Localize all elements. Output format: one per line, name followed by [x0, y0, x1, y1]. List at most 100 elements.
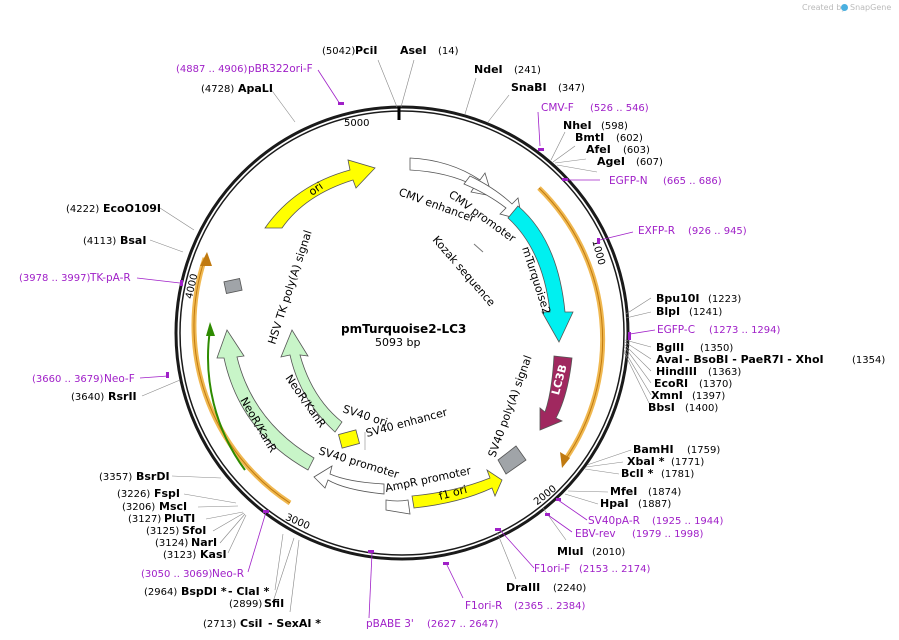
- feature-hsv-tk-polya[interactable]: [223, 277, 243, 295]
- site-name-eco0109i[interactable]: EcoO109I: [103, 202, 161, 215]
- primer-marker: [263, 510, 269, 513]
- primer-name-egfp-n[interactable]: EGFP-N: [609, 175, 648, 187]
- primer-marker: [562, 178, 568, 181]
- feature-neo-outer[interactable]: [216, 329, 315, 471]
- feature-ampr-promoter[interactable]: [385, 499, 411, 515]
- primer-name-cmv-f[interactable]: CMV-F: [541, 102, 574, 114]
- site-name-afei[interactable]: AfeI: [586, 143, 611, 156]
- primer-marker: [628, 332, 631, 340]
- primer-name-pbr322ori-f[interactable]: pBR322ori-F: [248, 63, 313, 75]
- feature-cmv-enhancer[interactable]: [409, 157, 493, 197]
- site-pos: (1370): [699, 379, 732, 390]
- site-name-bpu10i[interactable]: Bpu10I: [656, 292, 700, 305]
- leader-line: [623, 343, 652, 372]
- primer-marker: [443, 562, 449, 565]
- site-pos: (4113): [83, 236, 116, 247]
- feature-sv40-ori[interactable]: [338, 429, 360, 449]
- site-name-bspdi-extra[interactable]: - ClaI *: [228, 585, 270, 598]
- primer-name-pbabe-3[interactable]: pBABE 3': [366, 618, 414, 630]
- primer-name-f1ori-f[interactable]: F1ori-F: [534, 563, 570, 575]
- primer-name-f1ori-r[interactable]: F1ori-R: [465, 600, 502, 612]
- site-name-hpai[interactable]: HpaI: [600, 497, 629, 510]
- leader-line: [586, 449, 632, 466]
- site-name-sfii[interactable]: SfiI: [264, 597, 284, 610]
- site-name-bsai[interactable]: BsaI: [120, 234, 146, 247]
- site-name-mlui[interactable]: MluI: [557, 545, 584, 558]
- site-name-avai-extra[interactable]: - BsoBI - PaeR7I - XhoI: [685, 353, 824, 366]
- site-name-nhei[interactable]: NheI: [563, 119, 592, 132]
- primer-leader-line: [557, 499, 588, 521]
- site-name-bmti[interactable]: BmtI: [575, 131, 604, 144]
- site-pos: (3206): [122, 502, 155, 513]
- orf-arrow-head-1: [560, 452, 570, 468]
- primer-leader-line: [537, 111, 541, 147]
- feature-f1-ori[interactable]: [411, 468, 503, 509]
- site-name-csii-extra[interactable]: - SexAI *: [268, 617, 321, 630]
- site-pos: (1759): [687, 445, 720, 456]
- site-name-bcli[interactable]: BclI *: [621, 467, 654, 480]
- leader-line: [623, 345, 652, 384]
- site-name-kasi[interactable]: KasI: [200, 548, 227, 561]
- site-name-asei[interactable]: AseI: [400, 44, 427, 57]
- site-name-bbsi[interactable]: BbsI: [648, 401, 675, 414]
- site-name-agei[interactable]: AgeI: [597, 155, 625, 168]
- site-name-hindiii[interactable]: HindIII: [656, 365, 697, 378]
- site-name-xbai[interactable]: XbaI *: [627, 455, 665, 468]
- feature-sv40-ori-label: SV40 ori: [341, 402, 389, 429]
- leader-line: [564, 493, 599, 505]
- site-name-pcii[interactable]: PciI: [355, 44, 377, 57]
- primer-name-egfp-c[interactable]: EGFP-C: [657, 324, 695, 336]
- feature-sv40-promoter[interactable]: [313, 465, 385, 495]
- primer-range: (4887 .. 4906): [176, 64, 248, 75]
- site-name-snabi[interactable]: SnaBI: [511, 81, 547, 94]
- primer-name-ebv-rev[interactable]: EBV-rev: [575, 528, 616, 540]
- feature-sv40-polya-label: SV40 poly(A) signal: [486, 354, 535, 459]
- leader-line: [625, 297, 652, 315]
- leader-line: [272, 537, 295, 603]
- feature-neo-inner[interactable]: [280, 329, 343, 433]
- site-name-draiii[interactable]: DraIII: [506, 581, 540, 594]
- site-name-csii[interactable]: CsiI: [240, 617, 262, 630]
- primer-name-exfp-r[interactable]: EXFP-R: [638, 225, 675, 237]
- site-name-bsrdi[interactable]: BsrDI: [136, 470, 170, 483]
- site-pos: (347): [558, 83, 585, 94]
- snapgene-logo-icon: [841, 4, 848, 11]
- feature-sv40-polya[interactable]: [497, 445, 527, 475]
- primer-leader-line: [547, 514, 573, 533]
- feature-mturquoise2[interactable]: [507, 205, 574, 343]
- site-name-nari[interactable]: NarI: [191, 536, 217, 549]
- site-name-bamhi[interactable]: BamHI: [633, 443, 674, 456]
- site-name-rsrii[interactable]: RsrII: [108, 390, 137, 403]
- primer-name-tk-pa-r[interactable]: TK-pA-R: [89, 272, 131, 284]
- primer-name-neo-r[interactable]: Neo-R: [212, 568, 244, 580]
- site-name-bglii[interactable]: BglII: [656, 341, 684, 354]
- site-pos: (241): [514, 65, 541, 76]
- primer-name-sv40pa-r[interactable]: SV40pA-R: [588, 515, 640, 527]
- site-pos: (1223): [708, 294, 741, 305]
- primer-leader-line: [446, 564, 464, 599]
- orf-arrow-head-2: [200, 252, 212, 266]
- leader-line: [623, 351, 652, 408]
- primer-name-neo-f[interactable]: Neo-F: [104, 373, 135, 385]
- site-name-pluti[interactable]: PluTI: [164, 512, 195, 525]
- site-name-fspi[interactable]: FspI: [154, 487, 180, 500]
- site-name-avai[interactable]: AvaI: [656, 353, 683, 366]
- site-pos: (1350): [700, 343, 733, 354]
- leader-line: [289, 539, 300, 613]
- primer-marker: [368, 550, 374, 553]
- site-pos: (3123): [163, 550, 196, 561]
- site-name-mfei[interactable]: MfeI: [610, 485, 637, 498]
- leader-line: [550, 131, 566, 161]
- site-name-msci[interactable]: MscI: [159, 500, 187, 513]
- site-name-apali[interactable]: ApaLI: [238, 82, 273, 95]
- feature-ori[interactable]: [264, 159, 376, 229]
- site-name-bspdi[interactable]: BspDI *: [181, 585, 227, 598]
- site-name-blpi[interactable]: BlpI: [656, 305, 680, 318]
- feature-lc3b[interactable]: [539, 355, 573, 431]
- site-pos: (1241): [689, 307, 722, 318]
- leader-line: [624, 339, 652, 348]
- site-name-ecori[interactable]: EcoRI: [654, 377, 688, 390]
- site-name-xmni[interactable]: XmnI: [651, 389, 683, 402]
- site-name-sfoi[interactable]: SfoI: [182, 524, 206, 537]
- site-name-ndei[interactable]: NdeI: [474, 63, 503, 76]
